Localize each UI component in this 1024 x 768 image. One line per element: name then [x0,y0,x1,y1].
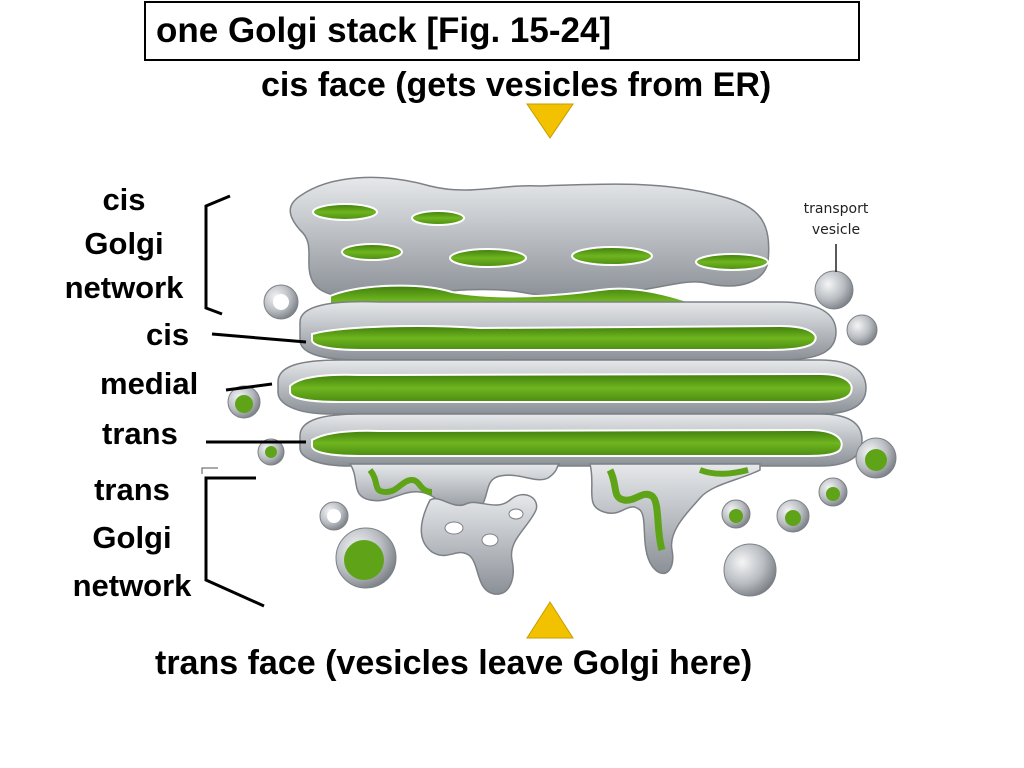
cis-face-label: cis face (gets vesicles from ER) [261,66,772,104]
cis-label: cis [146,317,190,352]
trans-golgi-network-line1: trans [94,472,170,507]
cis-golgi-network-line1: cis [102,182,146,217]
medial-label: medial [100,366,199,401]
cis-golgi-network-line2: Golgi [84,226,164,261]
trans-golgi-network-line2: Golgi [92,520,172,555]
cis-face-arrow-icon [526,103,574,139]
medial-cisterna [277,359,867,415]
trans-face-arrow-icon [526,601,574,639]
cis-cisterna [299,300,837,361]
lumen-vesicles [227,284,897,589]
transport-vesicle-line2: vesicle [811,222,861,238]
transport-vesicle-line1: transport [803,201,869,217]
cis-golgi-network-label: cis Golgi network [44,178,204,310]
transport-vesicle-label: transport vesicle [786,199,886,241]
trans-golgi-network-line3: network [72,568,192,603]
cis-golgi-network-line3: network [64,270,184,305]
cis-golgi-network-mesh [289,176,770,316]
trans-cisterna [299,413,863,467]
slide-title: one Golgi stack [Fig. 15-24] [156,11,612,50]
cis-golgi-network-bracket [204,194,231,316]
trans-golgi-network-label: trans Golgi network [52,466,212,610]
trans-golgi-network-bracket [204,476,265,608]
title-box: one Golgi stack [Fig. 15-24] [144,1,860,61]
trans-label: trans [102,416,178,451]
trans-face-label: trans face (vesicles leave Golgi here) [155,644,753,682]
cis-pointer-line [211,332,307,344]
medial-pointer-line [225,382,273,392]
transport-vesicles [723,270,878,597]
trans-golgi-network-mesh [348,463,761,595]
trans-bracket-tick [201,467,218,474]
